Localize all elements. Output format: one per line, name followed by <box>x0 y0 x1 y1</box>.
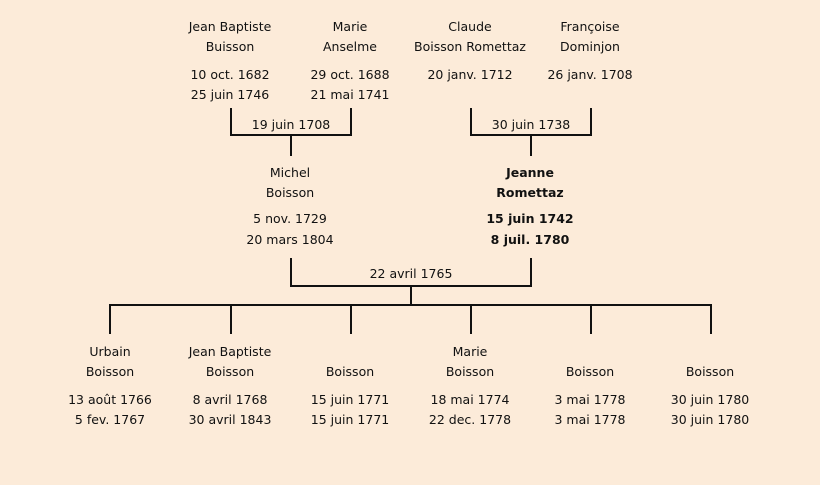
last-name: Boisson <box>85 364 135 379</box>
first-name: Urbain <box>89 344 131 359</box>
birth-date: 13 août 1766 <box>68 392 152 407</box>
death-date: 8 juil. 1780 <box>490 232 570 247</box>
last-name: Boisson Romettaz <box>414 39 526 54</box>
birth-date: 3 mai 1778 <box>554 392 626 407</box>
last-name: Boisson <box>445 364 495 379</box>
marriage-date: 30 juin 1738 <box>491 117 571 132</box>
birth-date: 8 avril 1768 <box>192 392 268 407</box>
first-name: Françoise <box>560 19 620 34</box>
last-name: Anselme <box>322 39 378 54</box>
death-date: 5 fev. 1767 <box>74 412 146 427</box>
birth-date: 18 mai 1774 <box>430 392 510 407</box>
death-date: 20 mars 1804 <box>246 232 334 247</box>
first-name: Claude <box>448 19 492 34</box>
last-name: Dominjon <box>560 39 620 54</box>
birth-date: 10 oct. 1682 <box>190 67 270 82</box>
death-date: 3 mai 1778 <box>554 412 626 427</box>
first-name: Jeanne <box>506 165 554 180</box>
first-name: Marie <box>452 344 488 359</box>
birth-date: 26 janv. 1708 <box>547 67 633 82</box>
last-name: Boisson <box>685 364 735 379</box>
birth-date: 15 juin 1742 <box>486 211 574 226</box>
birth-date: 5 nov. 1729 <box>253 211 327 226</box>
last-name: Boisson <box>265 185 315 200</box>
first-name: Marie <box>332 19 368 34</box>
death-date: 25 juin 1746 <box>190 87 270 102</box>
birth-date: 20 janv. 1712 <box>427 67 513 82</box>
first-name: Michel <box>269 165 311 180</box>
last-name: Buisson <box>205 39 255 54</box>
death-date: 21 mai 1741 <box>310 87 390 102</box>
death-date: 30 avril 1843 <box>188 412 272 427</box>
marriage-date: 22 avril 1765 <box>369 266 453 281</box>
birth-date: 30 juin 1780 <box>670 392 750 407</box>
first-name: Jean Baptiste <box>188 19 272 34</box>
last-name: Boisson <box>205 364 255 379</box>
first-name: Jean Baptiste <box>188 344 272 359</box>
birth-date: 29 oct. 1688 <box>310 67 390 82</box>
last-name: Boisson <box>325 364 375 379</box>
death-date: 22 dec. 1778 <box>428 412 512 427</box>
birth-date: 15 juin 1771 <box>310 392 390 407</box>
marriage-date: 19 juin 1708 <box>251 117 331 132</box>
death-date: 15 juin 1771 <box>310 412 390 427</box>
death-date: 30 juin 1780 <box>670 412 750 427</box>
last-name: Boisson <box>565 364 615 379</box>
last-name: Romettaz <box>496 185 564 200</box>
